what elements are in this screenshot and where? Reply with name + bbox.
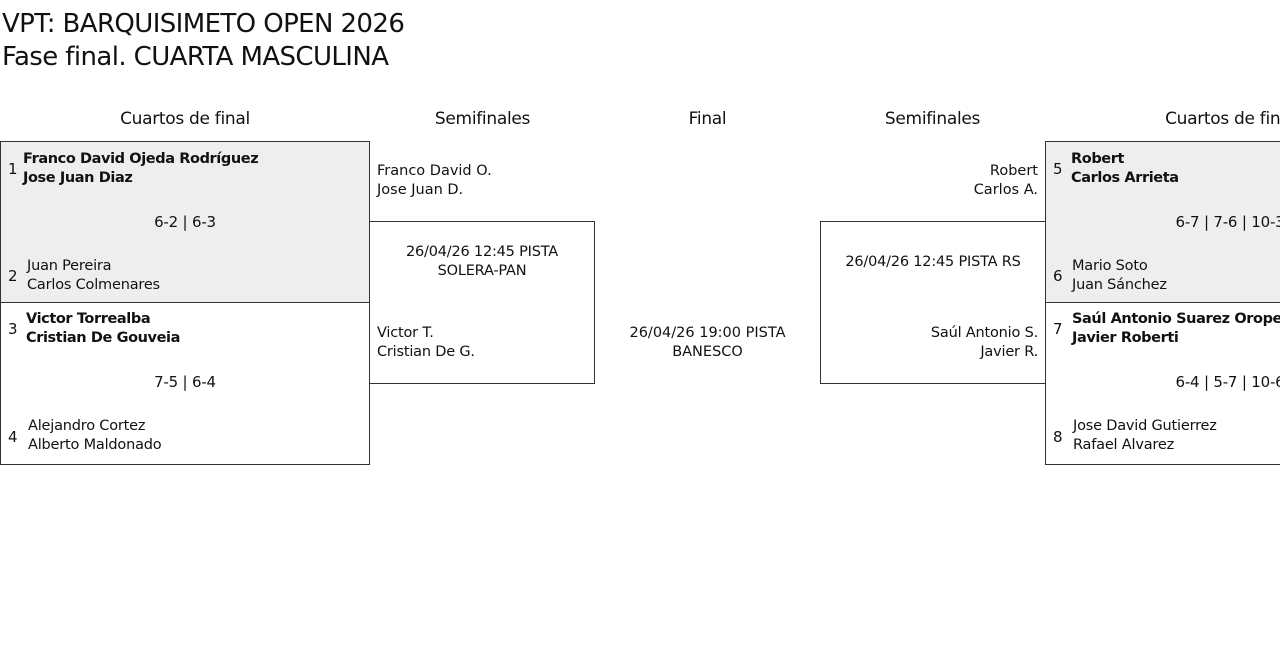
match-schedule: 26/04/26 12:45 PISTA RS [845,254,1021,270]
team-player-name: Carlos A. [973,182,1038,198]
team-player-name: Saúl Antonio S. [930,325,1038,341]
team-player-name: Victor T. [377,325,434,341]
team-seed: 6 [1053,267,1063,285]
round-header-right-semifinals: Semifinales [884,109,981,129]
team-player-name: Saúl Antonio Suarez Oropeza [1072,311,1280,327]
team-seed: 8 [1053,428,1063,446]
team-player-name: Juan Pereira [27,258,112,274]
team-player-name: Victor Torrealba [26,311,151,327]
final-schedule: 26/04/26 19:00 PISTA BANESCO [629,325,786,360]
semifinal-right-box: 26/04/26 12:45 PISTA RS Saúl Antonio S. … [820,221,1046,384]
team-player-name: Jose Juan Diaz [23,170,133,186]
semifinal-left-box: 26/04/26 12:45 PISTA SOLERA-PAN Victor T… [369,221,595,384]
team-player-name: Franco David O. [377,163,492,179]
team-seed: 7 [1053,320,1063,338]
team-player-name: Robert [1071,151,1125,167]
team-player-name: Juan Sánchez [1072,277,1167,293]
match-score: 6-4 | 5-7 | 10-6 [1175,373,1280,391]
team-player-name: Jose David Gutierrez [1073,418,1217,434]
team-seed: 3 [8,320,18,338]
team-player-name: Rafael Alvarez [1073,437,1174,453]
match-schedule: 26/04/26 12:45 PISTA SOLERA-PAN [405,244,558,279]
match-card-right-qf1[interactable]: 5 Robert Carlos Arrieta 6-7 | 7-6 | 10-3… [1045,141,1280,303]
page-subtitle: Fase final. CUARTA MASCULINA [2,42,389,72]
team-player-name: Franco David Ojeda Rodríguez [23,151,259,167]
match-score: 7-5 | 6-4 [154,373,216,391]
team-player-name: Robert [989,163,1038,179]
team-seed: 5 [1053,160,1063,178]
match-card-right-qf2[interactable]: 7 Saúl Antonio Suarez Oropeza Javier Rob… [1045,302,1280,465]
team-player-name: Cristian De G. [377,344,475,360]
round-header-left-quarterfinals: Cuartos de final [120,109,250,129]
team-player-name: Carlos Arrieta [1071,170,1179,186]
team-seed: 4 [8,428,18,446]
team-player-name: Carlos Colmenares [27,277,160,293]
match-score: 6-7 | 7-6 | 10-3 [1175,213,1280,231]
round-header-right-quarterfinals: Cuartos de final [1165,109,1280,129]
team-seed: 2 [8,267,18,285]
match-card-left-qf2[interactable]: 3 Victor Torrealba Cristian De Gouveia 7… [0,302,370,465]
match-score: 6-2 | 6-3 [154,213,216,231]
team-player-name: Mario Soto [1072,258,1148,274]
round-header-left-semifinals: Semifinales [434,109,531,129]
team-player-name: Cristian De Gouveia [26,330,180,346]
team-player-name: Alberto Maldonado [28,437,162,453]
team-player-name: Javier R. [980,344,1038,360]
team-player-name: Alejandro Cortez [28,418,146,434]
team-player-name: Jose Juan D. [377,182,464,198]
round-header-final: Final [688,109,727,129]
team-player-name: Javier Roberti [1072,330,1179,346]
page-title: VPT: BARQUISIMETO OPEN 2026 [2,9,405,39]
team-seed: 1 [8,160,18,178]
match-card-left-qf1[interactable]: 1 Franco David Ojeda Rodríguez Jose Juan… [0,141,370,303]
